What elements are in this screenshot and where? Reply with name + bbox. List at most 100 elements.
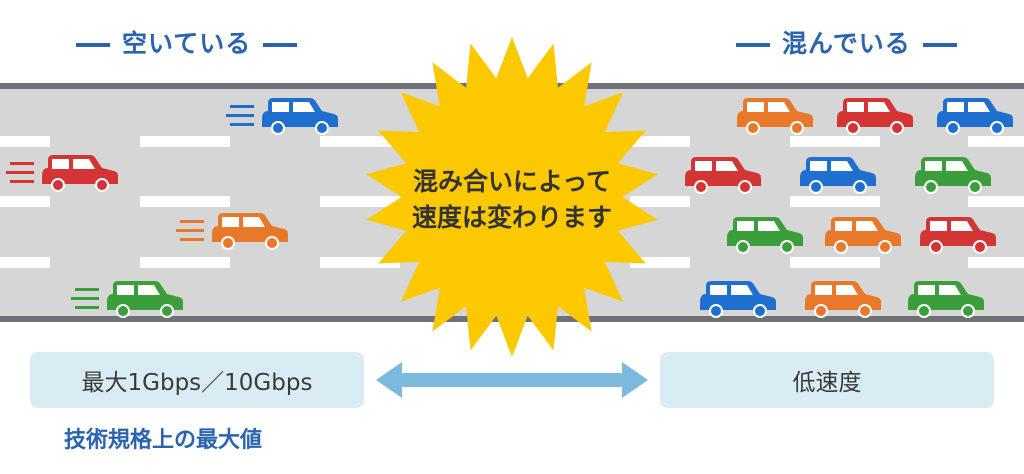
heading-uncongested: 空いている xyxy=(64,24,309,60)
car-window xyxy=(856,221,878,231)
speed-line xyxy=(75,306,99,309)
car-wheel xyxy=(780,240,794,254)
car-wheel xyxy=(116,304,130,318)
lane-dash xyxy=(140,136,230,147)
car-wheel xyxy=(834,240,848,254)
car-wheel xyxy=(51,178,65,192)
car-window xyxy=(731,285,753,295)
car-wheel xyxy=(846,121,860,135)
car-wheel xyxy=(221,236,235,250)
car-icon xyxy=(908,281,984,318)
lane-dash xyxy=(630,196,690,207)
burst-message: 混み合いによって 速度は変わります xyxy=(372,164,652,236)
low-speed-label: 低速度 xyxy=(792,370,862,396)
car-window xyxy=(947,102,964,112)
car-wheel xyxy=(973,240,987,254)
lane-dash xyxy=(0,196,50,207)
car-wheel xyxy=(271,121,285,135)
dash-decoration xyxy=(263,43,298,47)
car-icon xyxy=(805,281,881,318)
car-window xyxy=(946,161,968,171)
max-speed-label: 最大1Gbps／10Gbps xyxy=(81,370,313,396)
lane-dash xyxy=(0,257,50,268)
car-icon xyxy=(6,155,118,192)
lane-dash xyxy=(968,257,1024,268)
lane-dash xyxy=(320,257,400,268)
heading-congested: 混んでいる xyxy=(724,24,969,60)
starburst xyxy=(366,37,658,357)
car-icon xyxy=(915,157,991,194)
car-icon xyxy=(685,157,761,194)
lane-dash xyxy=(968,136,1024,147)
lane-dash xyxy=(790,136,880,147)
car-window xyxy=(710,285,727,295)
car-wheel xyxy=(917,304,931,318)
car-icon xyxy=(800,157,876,194)
car-wheel xyxy=(990,121,1004,135)
car-wheel xyxy=(809,180,823,194)
car-wheel xyxy=(929,240,943,254)
lane-dash xyxy=(320,196,400,207)
car-wheel xyxy=(961,304,975,318)
car-wheel xyxy=(858,304,872,318)
double-arrow-icon xyxy=(376,362,648,398)
car-icon xyxy=(737,98,813,135)
car-window xyxy=(810,161,827,171)
car-window xyxy=(73,159,95,169)
car-window xyxy=(117,285,134,295)
car-window xyxy=(272,102,289,112)
speed-line xyxy=(180,220,204,223)
car-window xyxy=(951,221,973,231)
dash-decoration xyxy=(76,43,110,47)
car-wheel xyxy=(746,121,760,135)
car-icon xyxy=(837,98,913,135)
car-window xyxy=(939,285,961,295)
car-wheel xyxy=(946,121,960,135)
dash-decoration xyxy=(922,43,957,47)
arrow-shape xyxy=(376,362,648,398)
car-wheel xyxy=(753,304,767,318)
speed-line xyxy=(6,171,34,174)
car-icon xyxy=(226,98,338,135)
cars xyxy=(6,98,1013,318)
car-icon xyxy=(920,217,996,254)
burst-line-2: 速度は変わります xyxy=(411,203,612,232)
lane-dash xyxy=(320,136,400,147)
car-window xyxy=(835,221,852,231)
lane-dash xyxy=(790,257,880,268)
car-window xyxy=(847,102,864,112)
lane-dash xyxy=(630,136,690,147)
burst-line-1: 混み合いによって xyxy=(412,167,611,196)
car-window xyxy=(968,102,990,112)
lane-dash xyxy=(790,196,880,207)
car-window xyxy=(52,159,69,169)
lane-dash xyxy=(140,196,230,207)
speed-line xyxy=(71,297,99,300)
speed-line xyxy=(230,105,254,108)
speed-line xyxy=(176,229,204,232)
car-wheel xyxy=(95,178,109,192)
car-window xyxy=(918,285,935,295)
speed-line xyxy=(226,114,254,117)
car-window xyxy=(758,221,780,231)
car-wheel xyxy=(315,121,329,135)
speed-line xyxy=(75,288,99,291)
car-window xyxy=(868,102,890,112)
max-speed-box: 最大1Gbps／10Gbps xyxy=(30,352,364,408)
lane-dash xyxy=(0,136,50,147)
max-speed-note: 技術規格上の最大値 xyxy=(64,428,263,453)
dash-decoration xyxy=(736,43,770,47)
heading-congested-label: 混んでいる xyxy=(782,29,911,58)
car-window xyxy=(695,161,712,171)
car-wheel xyxy=(968,180,982,194)
speed-line xyxy=(10,180,34,183)
car-window xyxy=(243,217,265,227)
speed-line xyxy=(10,162,34,165)
car-wheel xyxy=(160,304,174,318)
car-wheel xyxy=(265,236,279,250)
car-window xyxy=(222,217,239,227)
car-window xyxy=(747,102,764,112)
car-icon xyxy=(727,217,803,254)
car-window xyxy=(293,102,315,112)
speed-line xyxy=(230,123,254,126)
